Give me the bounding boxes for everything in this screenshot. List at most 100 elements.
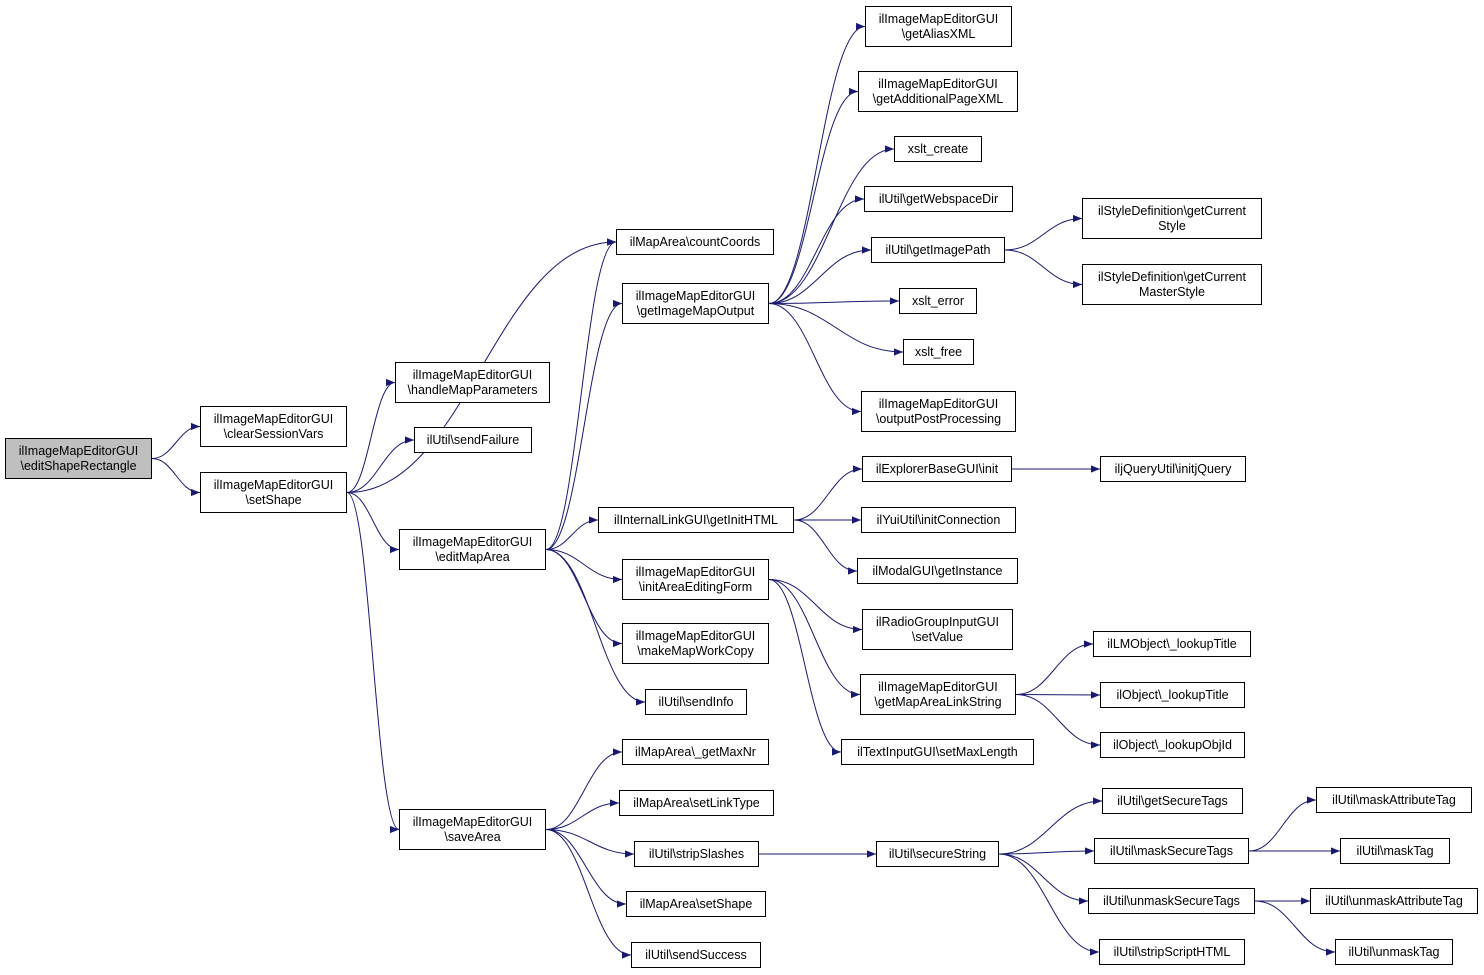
node-maskSecureTags[interactable]: ilUtil\maskSecureTags [1094,838,1249,864]
node-getAdditionalPageXML[interactable]: ilImageMapEditorGUI \getAdditionalPageXM… [858,71,1018,112]
node-stripSlashes[interactable]: ilUtil\stripSlashes [634,841,759,867]
node-label: ilObject\_lookupTitle [1116,687,1229,702]
edge-getImageMapOutput-to-getAliasXML [768,22,866,304]
node-label: ilImageMapEditorGUI \handleMapParameters [407,367,538,397]
node-label: ilUtil\stripScriptHTML [1113,944,1231,959]
node-label: ilImageMapEditorGUI \saveArea [412,814,533,844]
node-label: ilExplorerBaseGUI\init [875,461,999,476]
node-setMaxLength[interactable]: ilTextInputGUI\setMaxLength [841,739,1034,765]
node-label: ilMapArea\countCoords [629,234,761,249]
node-label: ilYuiUtil\initConnection [876,512,1001,527]
node-getAliasXML[interactable]: ilImageMapEditorGUI \getAliasXML [865,6,1012,47]
node-secureString[interactable]: ilUtil\secureString [876,841,999,867]
node-label: ilImageMapEditorGUI \outputPostProcessin… [875,396,1002,426]
node-xslt_free[interactable]: xslt_free [903,339,974,365]
node-getMaxNr[interactable]: ilMapArea\_getMaxNr [622,739,769,765]
node-maskAttributeTag[interactable]: ilUtil\maskAttributeTag [1316,787,1472,813]
node-label: ilImageMapEditorGUI \setShape [213,477,334,507]
node-stripScriptHTML[interactable]: ilUtil\stripScriptHTML [1099,939,1245,965]
node-objLookupObjId[interactable]: ilObject\_lookupObjId [1100,732,1245,758]
edge-getImageMapOutput-to-getImagePath [768,246,872,304]
node-label: xslt_create [907,141,969,156]
node-unmaskAttributeTag[interactable]: ilUtil\unmaskAttributeTag [1310,888,1478,914]
node-label: ilUtil\sendFailure [426,432,520,447]
node-saveArea[interactable]: ilImageMapEditorGUI \saveArea [399,809,546,850]
node-getImagePath[interactable]: ilUtil\getImagePath [871,237,1005,263]
node-root[interactable]: ilImageMapEditorGUI \editShapeRectangle [5,438,152,479]
node-getInitHTML[interactable]: ilInternalLinkGUI\getInitHTML [598,507,794,533]
node-label: ilUtil\getWebspaceDir [878,191,999,206]
edge-getImageMapOutput-to-outputPostProcessing [768,303,862,416]
node-xslt_create[interactable]: xslt_create [894,136,982,162]
node-countCoords[interactable]: ilMapArea\countCoords [616,229,774,255]
edge-editMapArea-to-sendInfo [545,549,646,706]
node-objLookupTitle[interactable]: ilObject\_lookupTitle [1100,682,1245,708]
node-getSecureTags[interactable]: ilUtil\getSecureTags [1102,788,1243,814]
edge-saveArea-to-stripSlashes [545,829,635,858]
node-sendInfo[interactable]: ilUtil\sendInfo [645,689,747,715]
node-maskTag[interactable]: ilUtil\maskTag [1340,838,1450,864]
node-label: ilObject\_lookupObjId [1113,737,1232,752]
node-label: ilImageMapEditorGUI \editShapeRectangle [18,443,139,473]
node-label: ilMapArea\setLinkType [633,795,760,810]
node-handle[interactable]: ilImageMapEditorGUI \handleMapParameters [395,362,550,403]
node-clear[interactable]: ilImageMapEditorGUI \clearSessionVars [200,406,347,447]
node-label: ilLMObject\_lookupTitle [1107,636,1237,651]
edge-root-to-clear [151,422,201,459]
edge-getImageMapOutput-to-getWebspaceDir [768,195,865,304]
node-editMapArea[interactable]: ilImageMapEditorGUI \editMapArea [399,529,546,570]
edge-getMapAreaLinkString-to-objLookupTitle [1015,691,1101,699]
node-label: ilUtil\stripSlashes [648,846,745,861]
node-radioSetValue[interactable]: ilRadioGroupInputGUI \setValue [862,609,1013,650]
node-setShape[interactable]: ilImageMapEditorGUI \setShape [200,472,347,513]
node-label: ilImageMapEditorGUI \initAreaEditingForm [635,564,756,594]
node-label: ilUtil\sendInfo [658,694,734,709]
node-lmLookupTitle[interactable]: ilLMObject\_lookupTitle [1093,631,1251,657]
node-label: ilUtil\maskTag [1356,843,1434,858]
node-makeMapWorkCopy[interactable]: ilImageMapEditorGUI \makeMapWorkCopy [622,623,769,664]
node-getMapAreaLinkString[interactable]: ilImageMapEditorGUI \getMapAreaLinkStrin… [860,674,1016,715]
node-setLinkType[interactable]: ilMapArea\setLinkType [619,790,774,816]
edge-unmaskSecureTags-to-unmaskTag [1254,900,1336,956]
node-modalGetInstance[interactable]: ilModalGUI\getInstance [857,558,1018,584]
node-outputPostProcessing[interactable]: ilImageMapEditorGUI \outputPostProcessin… [861,391,1016,432]
edge-initAreaEditingForm-to-setMaxLength [768,579,842,756]
node-sendFailure[interactable]: ilUtil\sendFailure [414,427,532,453]
node-initAreaEditingForm[interactable]: ilImageMapEditorGUI \initAreaEditingForm [622,559,769,600]
node-label: ilImageMapEditorGUI \getAdditionalPageXM… [872,76,1004,106]
edge-getMapAreaLinkString-to-lmLookupTitle [1015,640,1094,695]
node-getCurrentMasterStyle[interactable]: ilStyleDefinition\getCurrent MasterStyle [1082,264,1262,305]
node-getCurrentStyle[interactable]: ilStyleDefinition\getCurrent Style [1082,198,1262,239]
node-label: ilStyleDefinition\getCurrent Style [1098,203,1246,233]
node-unmaskTag[interactable]: ilUtil\unmaskTag [1335,939,1453,965]
node-label: ilImageMapEditorGUI \getImageMapOutput [635,288,756,318]
edge-setShape-to-handle [346,378,396,493]
node-label: ilImageMapEditorGUI \getAliasXML [878,11,999,41]
edge-saveArea-to-mapSetShape [545,829,627,908]
edge-getInitHTML-to-explorerInit [793,465,863,521]
edge-root-to-setShape [151,458,201,497]
edge-editMapArea-to-getInitHTML [545,516,599,550]
node-label: ilMapArea\setShape [639,896,753,911]
node-label: ilUtil\unmaskTag [1348,944,1440,959]
node-yuiInit[interactable]: ilYuiUtil\initConnection [861,507,1016,533]
edge-secureString-to-maskSecureTags [998,847,1095,855]
edge-setShape-to-sendFailure [346,436,415,493]
edge-editMapArea-to-initAreaEditingForm [545,549,623,584]
node-getImageMapOutput[interactable]: ilImageMapEditorGUI \getImageMapOutput [622,283,769,324]
node-unmaskSecureTags[interactable]: ilUtil\unmaskSecureTags [1088,888,1255,914]
node-getWebspaceDir[interactable]: ilUtil\getWebspaceDir [864,186,1013,212]
edge-secureString-to-unmaskSecureTags [998,853,1089,905]
node-label: ilUtil\maskSecureTags [1110,843,1233,858]
node-sendSuccess[interactable]: ilUtil\sendSuccess [631,942,761,968]
node-label: ilUtil\unmaskSecureTags [1103,893,1240,908]
node-initjQuery[interactable]: iljQueryUtil\initjQuery [1100,456,1246,482]
node-label: ilStyleDefinition\getCurrent MasterStyle [1098,269,1246,299]
node-explorerInit[interactable]: ilExplorerBaseGUI\init [862,456,1012,482]
node-label: ilImageMapEditorGUI \makeMapWorkCopy [635,628,756,658]
node-xslt_error[interactable]: xslt_error [899,288,977,314]
node-mapSetShape[interactable]: ilMapArea\setShape [626,891,766,917]
edge-saveArea-to-sendSuccess [545,829,632,959]
